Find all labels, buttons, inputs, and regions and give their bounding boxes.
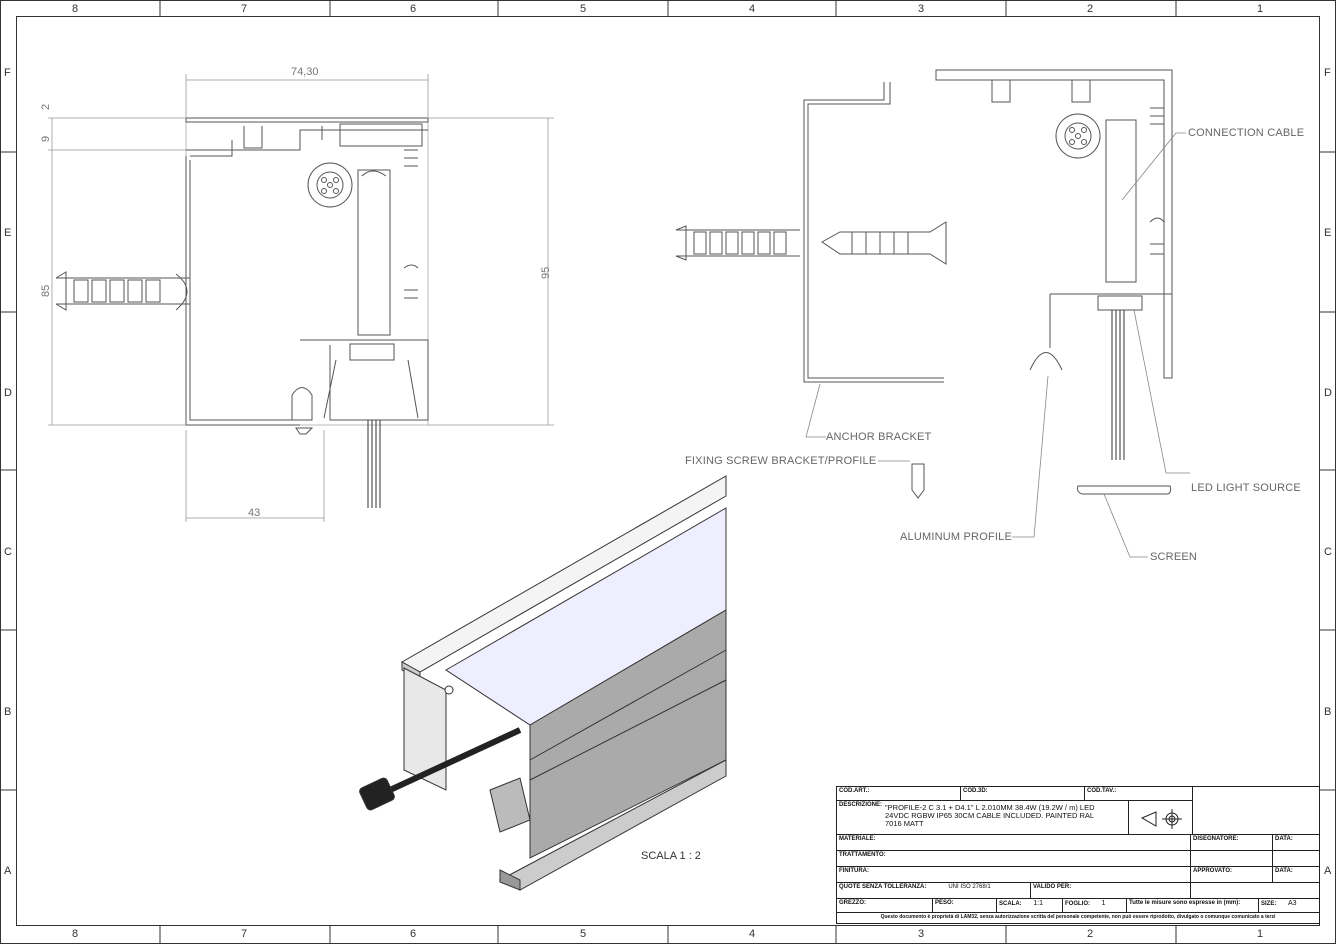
label-led-light-source: LED LIGHT SOURCE [1191,482,1301,494]
zone-row-f: F [4,67,11,79]
tb-approvato: APPROVATO: [1193,868,1233,874]
label-anchor-bracket: ANCHOR BRACKET [826,431,932,443]
scale-note: SCALA 1 : 2 [641,850,701,862]
tb-data-1: DATA: [1275,836,1293,842]
dimension-width-43: 43 [248,507,261,519]
zone-row-e-right: E [1324,227,1332,239]
tb-cod-art: COD.ART.: [839,788,870,794]
tb-finitura: FINITURA: [839,868,869,874]
label-connection-cable: CONNECTION CABLE [1188,127,1305,139]
zone-col-2: 2 [1087,3,1094,15]
label-aluminum-profile: ALUMINUM PROFILE [900,531,1012,543]
zone-col-1: 1 [1257,3,1264,15]
tb-valido: VALIDO PER: [1033,884,1072,890]
dimension-height-85: 85 [40,284,52,297]
zone-col-4-bottom: 4 [749,928,756,940]
isometric-view [359,475,727,891]
section-view-assembled [55,117,429,508]
tb-descrizione-line1: "PROFILE-2 C 3.1 + D4.1" L 2.010MM 38.4W… [885,803,1095,812]
tb-foglio-label: FOGLIO: [1065,901,1090,907]
tb-foglio-value: 1 [1101,900,1106,907]
tb-disegnatore: DISEGNATORE: [1193,836,1239,842]
zone-col-3-bottom: 3 [918,928,925,940]
tb-descrizione-line2: 24VDC RGBW IP65 30CM CABLE INCLUDED. PAI… [885,811,1095,820]
zone-row-c-right: C [1324,546,1332,558]
tb-trattamento: TRATTAMENTO: [839,852,886,858]
tb-cod-3d: COD.3D: [963,788,988,794]
leader-lines [805,132,1190,558]
exploded-view [675,69,1173,499]
zone-col-4: 4 [749,3,756,15]
zone-col-8-bottom: 8 [72,928,79,940]
tb-data-2: DATA: [1275,868,1293,874]
title-block: COD.ART.: COD.3D: COD.TAV.: DESCRIZIONE:… [836,786,1320,924]
projection-symbol-icon [1140,809,1182,829]
dimension-height-95: 95 [540,266,552,279]
tb-descrizione-line3: 7016 MATT [885,819,924,828]
zone-col-3: 3 [918,3,925,15]
tb-grezzo: GREZZO: [839,900,866,906]
zone-col-1-bottom: 1 [1257,928,1264,940]
zone-row-b: B [4,706,12,718]
tb-quote: QUOTE SENZA TOLLERANZA: [839,884,927,890]
zone-row-a: A [4,865,12,877]
tb-peso: PESO: [935,900,954,906]
zone-col-6-bottom: 6 [410,928,417,940]
zone-row-c: C [4,546,12,558]
tb-descrizione-label: DESCRIZIONE: [839,802,883,808]
dimension-width-top: 74,30 [291,66,319,78]
label-screen: SCREEN [1150,551,1198,563]
label-fixing-screw: FIXING SCREW BRACKET/PROFILE [685,455,877,467]
tb-size-value: A3 [1288,900,1297,907]
zone-col-7: 7 [241,3,248,15]
zone-col-5: 5 [580,3,587,15]
dimension-gap-9: 9 [40,135,52,142]
zone-row-b-right: B [1324,706,1332,718]
tb-uni: UNI ISO 2768/1 [948,884,991,890]
zone-row-a-right: A [1324,865,1332,877]
tb-scala-label: SCALA: [999,901,1022,907]
zone-row-f-right: F [1324,67,1331,79]
zone-row-d: D [4,387,12,399]
dimension-gap-2: 2 [40,103,52,110]
tb-misure: Tutte le misure sono espresse in (mm): [1129,900,1241,906]
zone-col-5-bottom: 5 [580,928,587,940]
tb-scala-value: 1:1 [1033,900,1044,907]
dimension-lines [48,74,554,522]
zone-col-6: 6 [410,3,417,15]
zone-col-8: 8 [72,3,79,15]
zone-row-d-right: D [1324,387,1332,399]
tb-footer: Questo documento è proprietà di LAM32, s… [880,914,1276,920]
zone-col-7-bottom: 7 [241,928,248,940]
tb-materiale: MATERIALE: [839,836,876,842]
tb-size-label: SIZE: [1261,901,1277,907]
tb-cod-tav: COD.TAV.: [1087,788,1117,794]
zone-row-e: E [4,227,12,239]
zone-col-2-bottom: 2 [1087,928,1094,940]
